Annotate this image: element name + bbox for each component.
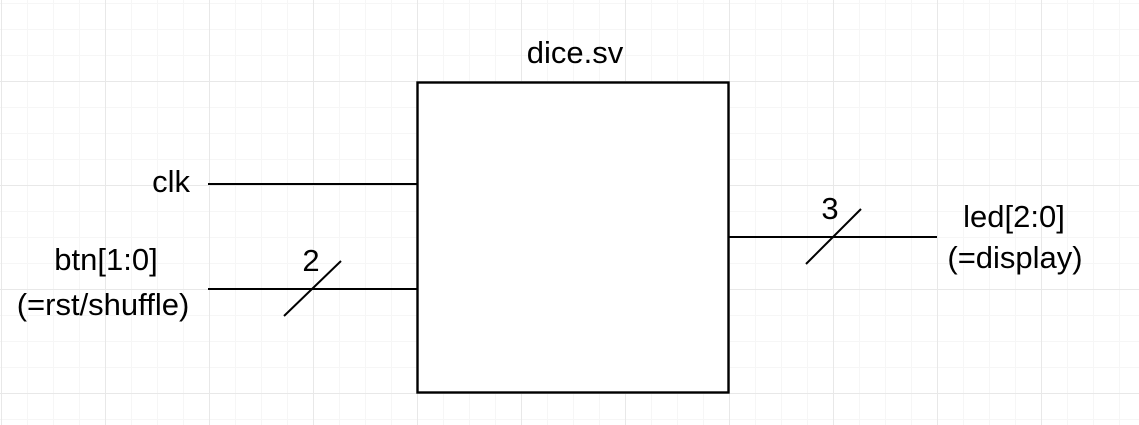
btn-alias-label[interactable]: (=rst/shuffle): [17, 287, 190, 322]
module-box[interactable]: [416, 81, 730, 394]
btn-bus-width-label[interactable]: 2: [302, 243, 319, 278]
led-output[interactable]: 3 led[2:0] (=display): [729, 191, 1083, 275]
clk-label[interactable]: clk: [152, 164, 190, 199]
module-block[interactable]: dice.sv: [416, 35, 730, 394]
led-bus-width-label[interactable]: 3: [821, 191, 838, 226]
led-label[interactable]: led[2:0]: [963, 199, 1065, 234]
btn-label[interactable]: btn[1:0]: [54, 242, 157, 277]
btn-input[interactable]: 2 btn[1:0] (=rst/shuffle): [17, 242, 417, 322]
led-alias-label[interactable]: (=display): [947, 240, 1082, 275]
clk-input[interactable]: clk: [152, 164, 417, 199]
btn-bus-width-slash: [283, 260, 342, 317]
led-bus-width-slash: [805, 208, 862, 265]
module-title[interactable]: dice.sv: [527, 35, 624, 70]
